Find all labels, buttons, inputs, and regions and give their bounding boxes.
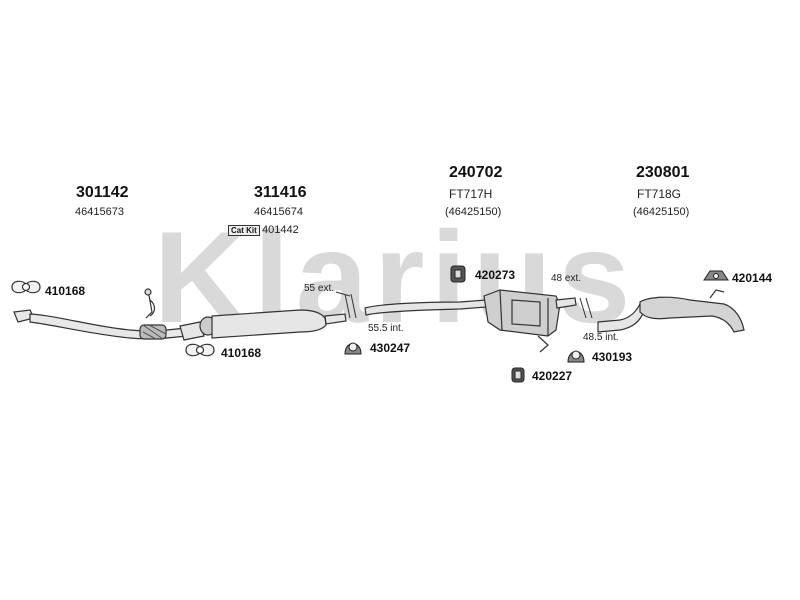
- rubber-hanger-icon: [450, 265, 466, 283]
- clamp-icon: [344, 342, 362, 355]
- mounting-bracket-icon: [703, 270, 729, 281]
- accessory-410168-top: 410168: [45, 284, 86, 298]
- cat-kit-number: 401442: [262, 224, 299, 236]
- clamp-icon-rear: [567, 350, 585, 363]
- measurement-48-ext: 48 ext.: [551, 273, 582, 284]
- part-number-240702: 240702: [449, 164, 503, 181]
- accessory-430247: 430247: [370, 341, 411, 355]
- part-code-240702: FT717H: [449, 187, 493, 201]
- measurement-48-5-int: 48.5 int.: [583, 332, 619, 343]
- joint-marker-1: [335, 291, 357, 319]
- accessory-420227: 420227: [532, 369, 573, 383]
- front-pipe-icon: [13, 288, 187, 340]
- part-ref-230801: (46425150): [633, 206, 690, 218]
- accessory-410168-bottom: 410168: [221, 346, 262, 360]
- catalytic-converter-icon: [179, 309, 347, 341]
- joint-marker-2: [579, 297, 593, 319]
- part-number-301142: 301142: [76, 184, 129, 201]
- middle-silencer-icon: [364, 289, 577, 353]
- accessory-420144: 420144: [732, 271, 773, 285]
- rubber-ring-icon: [511, 367, 525, 383]
- gasket-icon: [11, 280, 41, 294]
- accessory-420273: 420273: [475, 268, 516, 282]
- part-ref-301142: 46415673: [75, 206, 124, 218]
- part-number-311416: 311416: [254, 184, 307, 201]
- accessory-430193: 430193: [592, 350, 633, 364]
- part-ref-240702: (46425150): [445, 206, 502, 218]
- part-number-230801: 230801: [636, 164, 690, 181]
- measurement-55-ext: 55 ext.: [304, 283, 335, 294]
- part-code-230801: FT718G: [637, 187, 682, 201]
- gasket-icon-lower: [185, 343, 215, 357]
- part-ref-311416: 46415674: [254, 206, 303, 218]
- cat-kit-badge: Cat Kit: [228, 225, 260, 236]
- rear-silencer-icon: [597, 289, 745, 333]
- measurement-55-5-int: 55.5 int.: [368, 323, 404, 334]
